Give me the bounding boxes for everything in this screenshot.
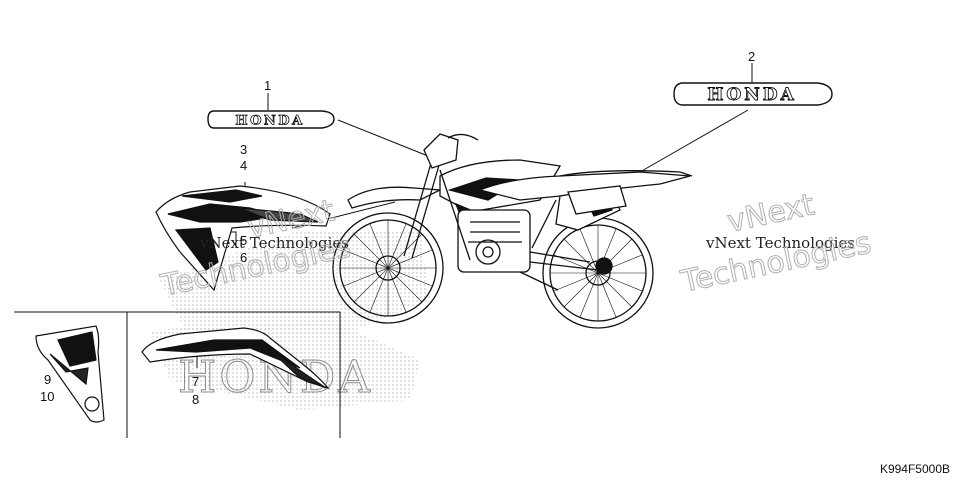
- callout-3: 3: [240, 142, 247, 157]
- shroud-stripe-decal: [155, 185, 331, 292]
- callout-4: 4: [240, 158, 247, 173]
- motorcycle-illustration: [332, 133, 693, 329]
- watermark-right-line: vNext Technologies: [705, 234, 855, 252]
- callout-2: 2: [748, 49, 755, 64]
- honda-emblem-large-text: HONDA: [707, 85, 796, 105]
- callout-6: 6: [240, 250, 247, 265]
- honda-emblem-large: HONDA: [673, 82, 833, 106]
- inset-frames: [14, 311, 341, 438]
- diagram-code: K994F5000B: [880, 462, 950, 476]
- side-panel-decal: [35, 325, 105, 423]
- honda-emblem-small-text: HONDA: [235, 114, 304, 129]
- callout-1: 1: [264, 78, 271, 93]
- watermark-right-first: vNext: [724, 187, 817, 240]
- callout-7: 7: [192, 374, 199, 389]
- callout-5: 5: [240, 233, 247, 248]
- callout-10: 10: [40, 389, 54, 404]
- callout-8: 8: [192, 392, 199, 407]
- callout-numbers: 1 2 3 4 5 6 7 8 9 10: [40, 49, 755, 407]
- fender-decal: [141, 327, 330, 390]
- callout-9: 9: [44, 372, 51, 387]
- honda-emblem-small: HONDA: [207, 110, 335, 129]
- watermark-left-line: vNext Technologies: [199, 234, 349, 252]
